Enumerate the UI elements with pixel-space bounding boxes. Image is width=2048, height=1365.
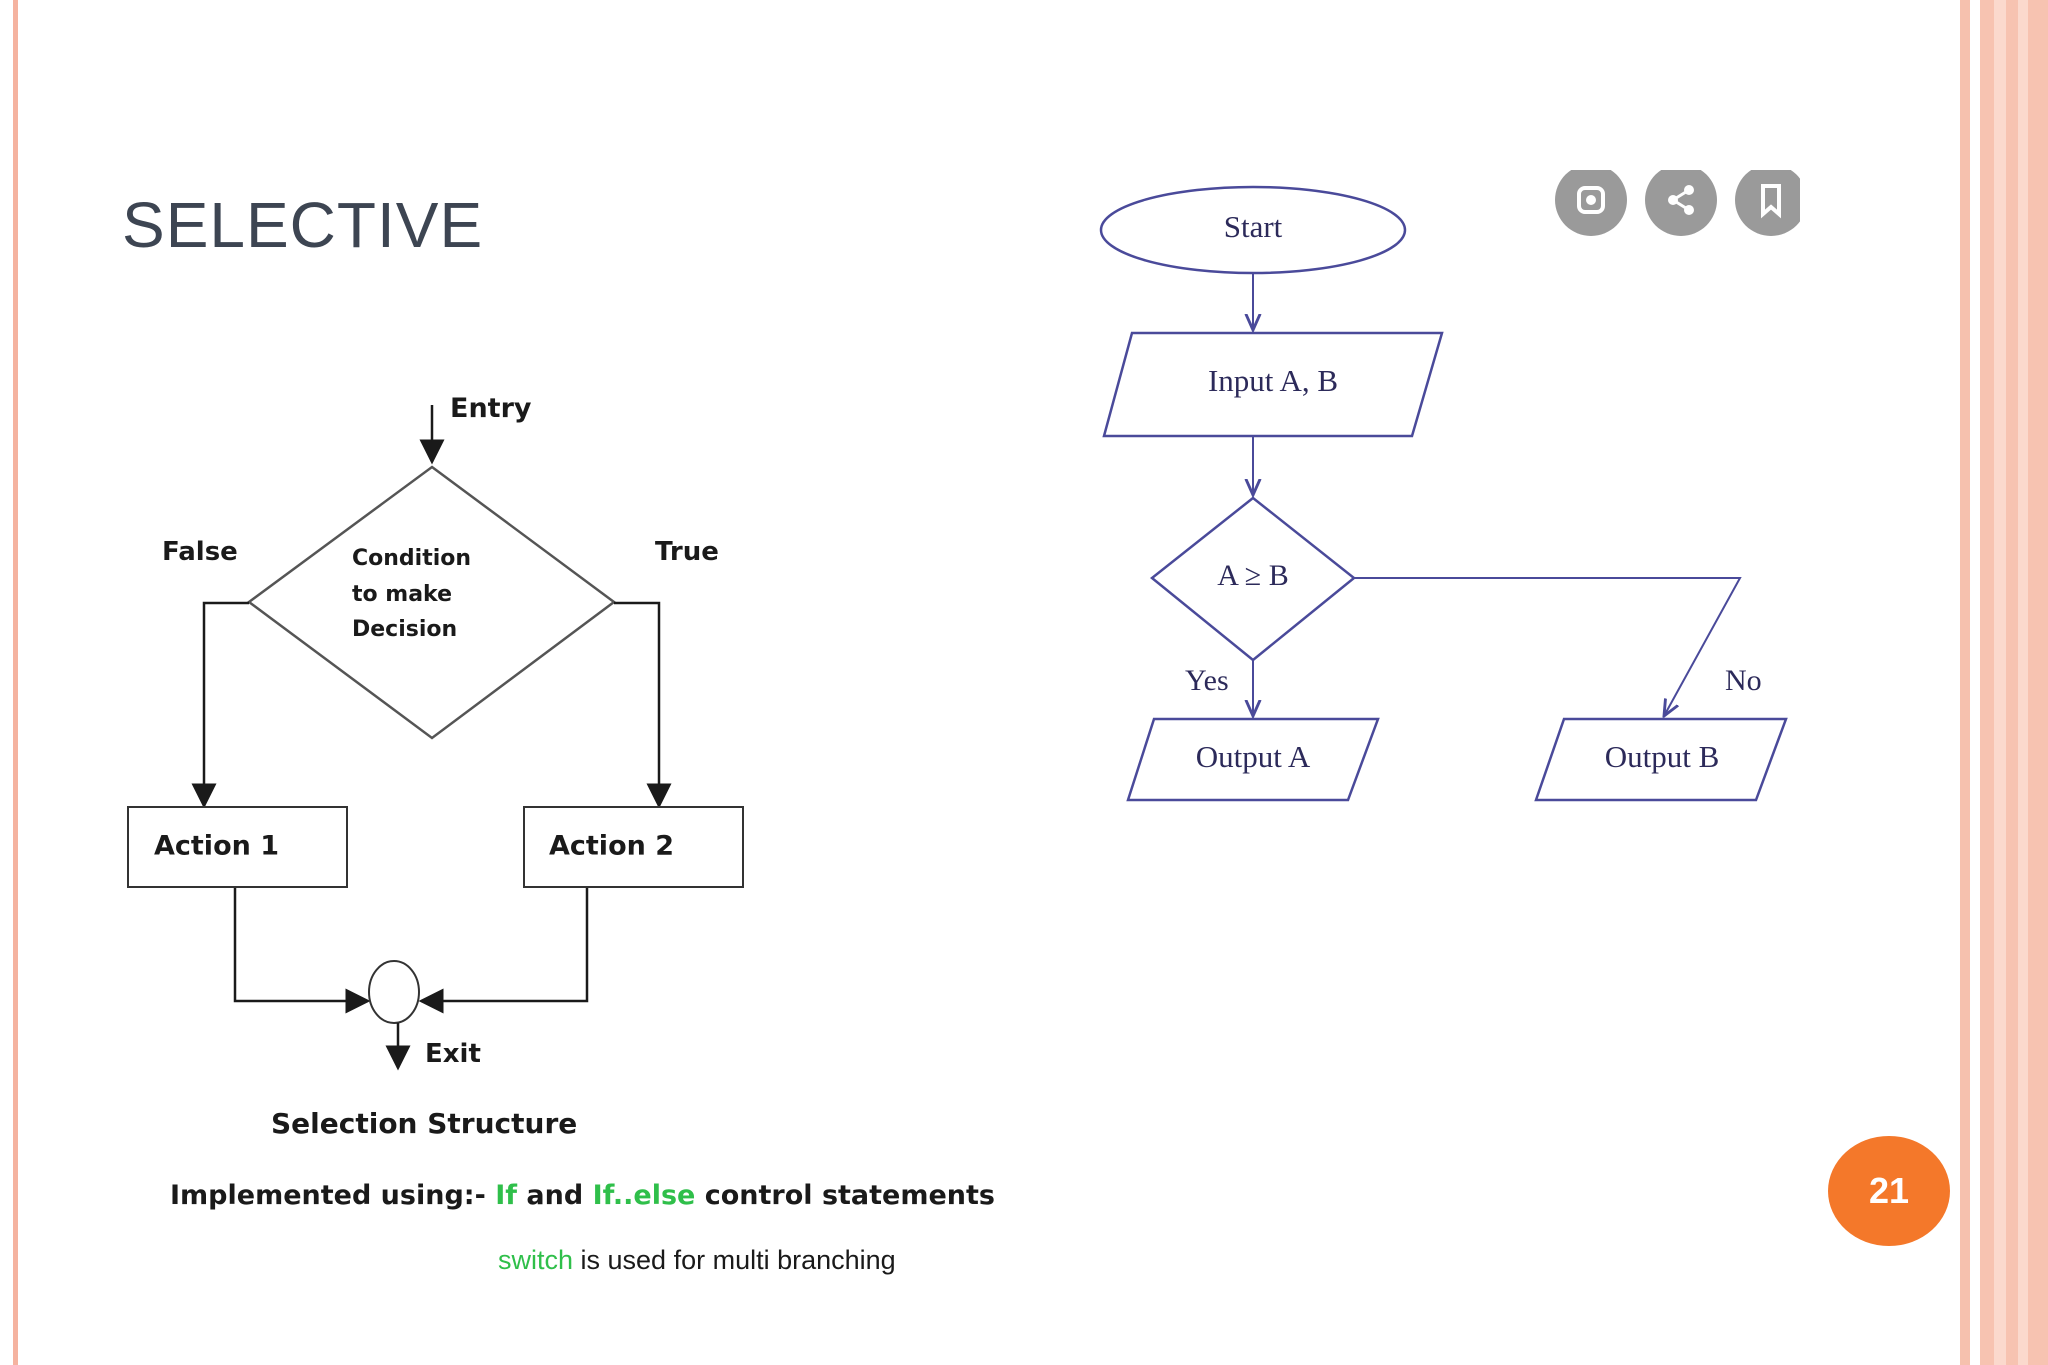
output-b-label: Output B xyxy=(1605,739,1720,774)
impl-prefix: Implemented using:- xyxy=(170,1180,496,1211)
keyword-if: If xyxy=(495,1180,517,1211)
compare-flowchart: Start Input A, B A ≥ B Yes No Output A O… xyxy=(1099,185,1788,802)
input-parallelogram xyxy=(1102,331,1444,438)
action-1-to-exit-arrow xyxy=(233,888,371,1014)
switch-note: switch is used for multi branching xyxy=(498,1245,896,1276)
false-label: False xyxy=(162,537,238,567)
slide-border-left xyxy=(13,0,18,1365)
impl-and: and xyxy=(516,1180,593,1211)
condition-text-line-2: to make xyxy=(352,582,452,607)
bookmark-button[interactable] xyxy=(1735,170,1800,236)
keyword-switch: switch xyxy=(498,1245,574,1275)
slide-title: SELECTIVE xyxy=(122,189,484,261)
lens-icon xyxy=(1577,186,1605,214)
output-a-label: Output A xyxy=(1196,739,1311,774)
slide-border-right xyxy=(1960,0,1970,1365)
image-overlay-toolbar xyxy=(1555,170,1800,240)
condition-text-line-3: Decision xyxy=(352,617,457,642)
true-label: True xyxy=(655,537,719,567)
lens-button[interactable] xyxy=(1555,170,1627,236)
switch-text: is used for multi branching xyxy=(573,1245,896,1275)
slide-border-stripe xyxy=(1994,0,2006,1365)
false-branch-arrow xyxy=(191,601,249,809)
slide-border-right-panel xyxy=(1980,0,2048,1365)
yes-label: Yes xyxy=(1185,664,1229,697)
share-button[interactable] xyxy=(1645,170,1717,236)
action-1-label: Action 1 xyxy=(154,831,279,862)
start-label: Start xyxy=(1224,209,1283,244)
condition-diamond xyxy=(246,465,617,740)
condition-text-line-1: Condition xyxy=(352,546,471,571)
action-2-label: Action 2 xyxy=(549,831,674,862)
action-2-box xyxy=(523,806,744,888)
action-1-box xyxy=(127,806,348,888)
true-branch-arrow xyxy=(614,601,672,809)
no-arrow xyxy=(1354,577,1742,716)
output-b-parallelogram xyxy=(1534,717,1788,802)
merge-connector xyxy=(368,960,420,1024)
entry-label: Entry xyxy=(450,393,532,424)
page-number-badge: 21 xyxy=(1828,1136,1950,1246)
selection-structure-diagram: Entry Condition to make Decision False T… xyxy=(127,393,744,1071)
bookmark-icon xyxy=(1761,184,1781,219)
slide-border-stripe xyxy=(2018,0,2028,1365)
share-icon xyxy=(1668,185,1694,215)
impl-suffix: control statements xyxy=(695,1180,996,1211)
no-label: No xyxy=(1725,664,1762,697)
output-a-parallelogram xyxy=(1126,717,1380,802)
implemented-using-line: Implemented using:- If and If..else cont… xyxy=(170,1180,995,1211)
selection-structure-caption: Selection Structure xyxy=(271,1107,578,1140)
exit-label: Exit xyxy=(425,1039,481,1069)
decision-label: A ≥ B xyxy=(1217,559,1288,592)
action-2-to-exit-arrow xyxy=(418,888,589,1014)
input-label: Input A, B xyxy=(1208,363,1338,398)
keyword-if-else: If..else xyxy=(592,1180,696,1211)
